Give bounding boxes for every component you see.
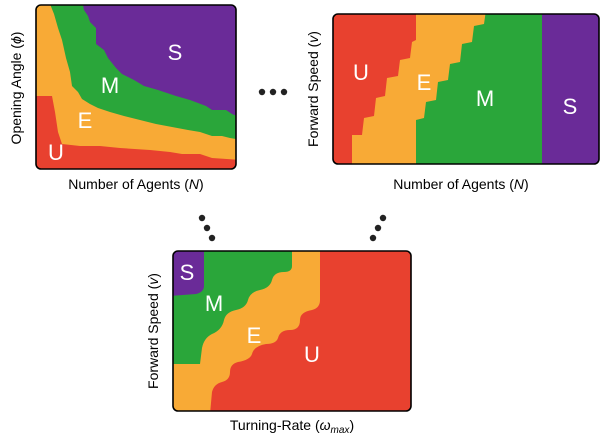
panel-bottom: S M E U Turning-Rate (ωmax) Forward Spee… [145,250,412,436]
region-label-milling: M [205,291,223,316]
y-axis-label: Forward Speed (v) [305,31,321,147]
y-axis-label: Forward Speed (v) [145,273,161,389]
panel-frame [332,13,600,165]
panel-top-right: U E M S Number of Agents (N) Forward Spe… [305,13,600,192]
region-label-escape: E [417,70,432,95]
y-axis-label: Opening Angle (ϕ) [8,32,24,145]
panel-top-left: S M E U Number of Agents (N) Opening Ang… [8,4,237,192]
x-axis-label: Number of Agents (N) [393,176,528,192]
region-label-escape: E [78,108,93,133]
ellipsis-horizontal [258,88,288,96]
region-label-milling: M [476,86,494,111]
region-swarming-fill [542,14,599,164]
region-label-unstable: U [353,60,369,85]
panel-frame [172,250,412,412]
region-swarming-fill [82,5,236,118]
panel-frame [35,4,237,170]
region-label-swarming: S [563,94,578,119]
region-label-swarming: S [168,40,183,65]
region-label-escape: E [247,323,262,348]
x-axis-label: Turning-Rate (ωmax) [230,417,354,436]
region-label-unstable: U [304,342,320,367]
ellipsis-diagonal-left [198,214,216,242]
region-label-swarming: S [180,260,195,285]
region-swarming-fill [173,251,204,296]
region-label-milling: M [101,73,119,98]
x-axis-label: Number of Agents (N) [68,176,203,192]
ellipsis-diagonal-right [369,214,387,242]
region-label-unstable: U [48,140,64,165]
